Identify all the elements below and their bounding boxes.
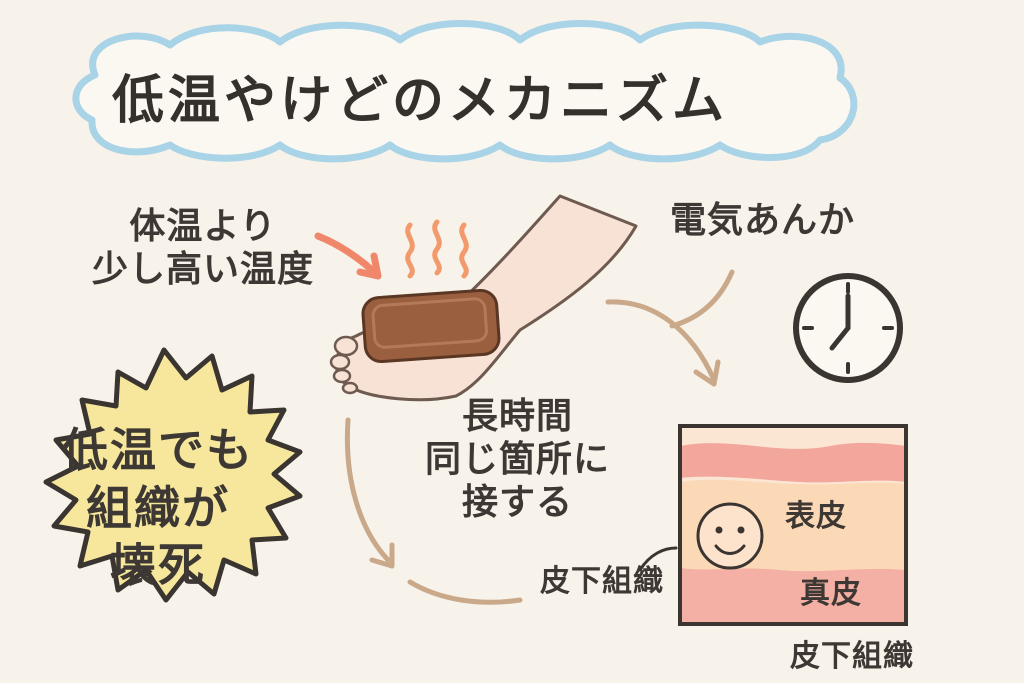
clock-icon bbox=[793, 273, 903, 383]
pointer-line bbox=[638, 546, 678, 572]
burst-label: 低温でも 組織が 壊死 bbox=[62, 423, 254, 592]
subcutis-label: 皮下組織 bbox=[790, 639, 914, 674]
dermis-label: 真皮 bbox=[800, 576, 862, 611]
epidermis-label: 表皮 bbox=[785, 499, 847, 534]
duration-label: 長時間 同じ箇所に 接する bbox=[425, 396, 611, 524]
heat-pack-icon bbox=[361, 288, 501, 364]
arrow-icon bbox=[344, 269, 735, 605]
smiley-face-icon bbox=[696, 502, 764, 570]
arrow-icon bbox=[314, 232, 382, 280]
subcutis-pointer-label: 皮下組織 bbox=[540, 564, 664, 599]
temperature-label: 体温より 少し高い温度 bbox=[92, 206, 315, 291]
title-cloud bbox=[72, 20, 858, 163]
heat-wave-icon bbox=[405, 219, 469, 279]
heater-label: 電気あんか bbox=[670, 200, 856, 241]
page-title: 低温やけどのメカニズム bbox=[112, 71, 729, 131]
burst-shape bbox=[43, 347, 303, 603]
